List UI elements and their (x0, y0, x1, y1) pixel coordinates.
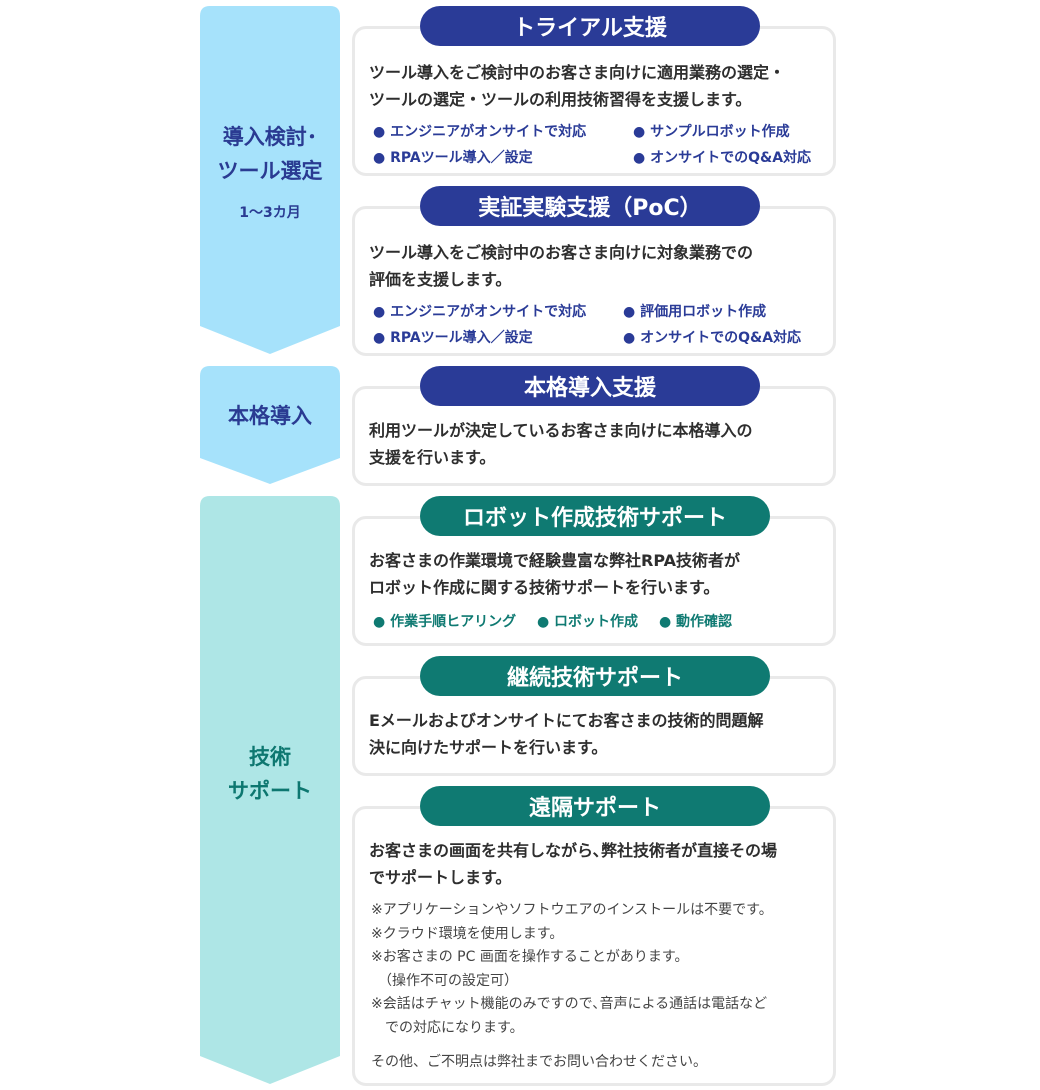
bullet-item: ● RPAツール導入／設定 (373, 330, 533, 346)
bullet-item: ● 動作確認 (658, 614, 733, 630)
bullet-item: ● エンジニアがオンサイトで対応 (373, 124, 587, 140)
bullet-item: ● 評価用ロボット作成 (623, 304, 767, 320)
card-poc-title: 実証実験支援（PoC） (420, 186, 760, 226)
card-poc: ツール導入をご検討中のお客さま向けに対象業務での 評価を支援します。 ● エンジ… (352, 206, 836, 356)
card-continuous-title: 継続技術サポート (420, 656, 770, 696)
stage-period-trial: 1～3カ月 (239, 205, 301, 221)
card-trial-bullets: ● エンジニアがオンサイトで対応 ● サンプルロボット作成 ● RPAツール導入… (373, 121, 827, 167)
card-poc-bullets: ● エンジニアがオンサイトで対応 ● 評価用ロボット作成 ● RPAツール導入／… (373, 301, 827, 347)
card-trial-description: ツール導入をご検討中のお客さま向けに適用業務の選定・ ツールの選定・ツールの利用… (369, 63, 786, 109)
bullet-item: ● RPAツール導入／設定 (373, 150, 533, 166)
card-remote-title: 遠隔サポート (420, 786, 770, 826)
card-trial: ツール導入をご検討中のお客さま向けに適用業務の選定・ ツールの選定・ツールの利用… (352, 26, 836, 176)
card-full-title: 本格導入支援 (420, 366, 760, 406)
card-robot-description: お客さまの作業環境で経験豊富な弊社RPA技術者が ロボット作成に関する技術サポー… (369, 551, 740, 597)
card-poc-description: ツール導入をご検討中のお客さま向けに対象業務での 評価を支援します。 (369, 243, 754, 289)
stage-title-trial: 導入検討･ ツール選定 (217, 125, 323, 183)
bullet-item: ● エンジニアがオンサイトで対応 (373, 304, 587, 320)
card-remote: お客さまの画面を共有しながら､弊社技術者が直接その場 でサポートします。 ※アプ… (352, 806, 836, 1086)
bullet-item: ● オンサイトでのQ&A対応 (633, 150, 812, 166)
card-remote-footer: その他、ご不明点は弊社までお問い合わせください。 (371, 1054, 707, 1070)
bullet-item: ● オンサイトでのQ&A対応 (623, 330, 802, 346)
card-remote-notes: ※アプリケーションやソフトウエアのインストールは不要です。 ※クラウド環境を使用… (371, 902, 773, 1036)
card-robot-bullets: ● 作業手順ヒアリング ● ロボット作成 ● 動作確認 (373, 611, 748, 631)
card-robot: お客さまの作業環境で経験豊富な弊社RPA技術者が ロボット作成に関する技術サポー… (352, 516, 836, 646)
stage-arrow-support (200, 496, 340, 1084)
stage-label-trial: 導入検討･ ツール選定 1～3カ月 (200, 6, 340, 336)
card-robot-title: ロボット作成技術サポート (420, 496, 770, 536)
card-full-description: 利用ツールが決定しているお客さま向けに本格導入の 支援を行います。 (369, 421, 753, 467)
card-trial-title: トライアル支援 (420, 6, 760, 46)
card-remote-description: お客さまの画面を共有しながら､弊社技術者が直接その場 でサポートします。 (369, 841, 778, 887)
stage-label-full: 本格導入 (200, 366, 340, 466)
bullet-item: ● 作業手順ヒアリング (373, 614, 517, 630)
stage-arrow-trial (200, 6, 340, 354)
stage-label-support: 技術 サポート (200, 496, 340, 1052)
bullet-item: ● ロボット作成 (536, 614, 639, 630)
stage-arrow-full (200, 366, 340, 484)
stage-title-full: 本格導入 (228, 404, 312, 428)
stage-title-support: 技術 サポート (228, 745, 312, 803)
card-continuous-description: Eメールおよびオンサイトにてお客さまの技術的問題解 決に向けたサポートを行います… (369, 711, 764, 757)
bullet-item: ● サンプルロボット作成 (633, 124, 790, 140)
